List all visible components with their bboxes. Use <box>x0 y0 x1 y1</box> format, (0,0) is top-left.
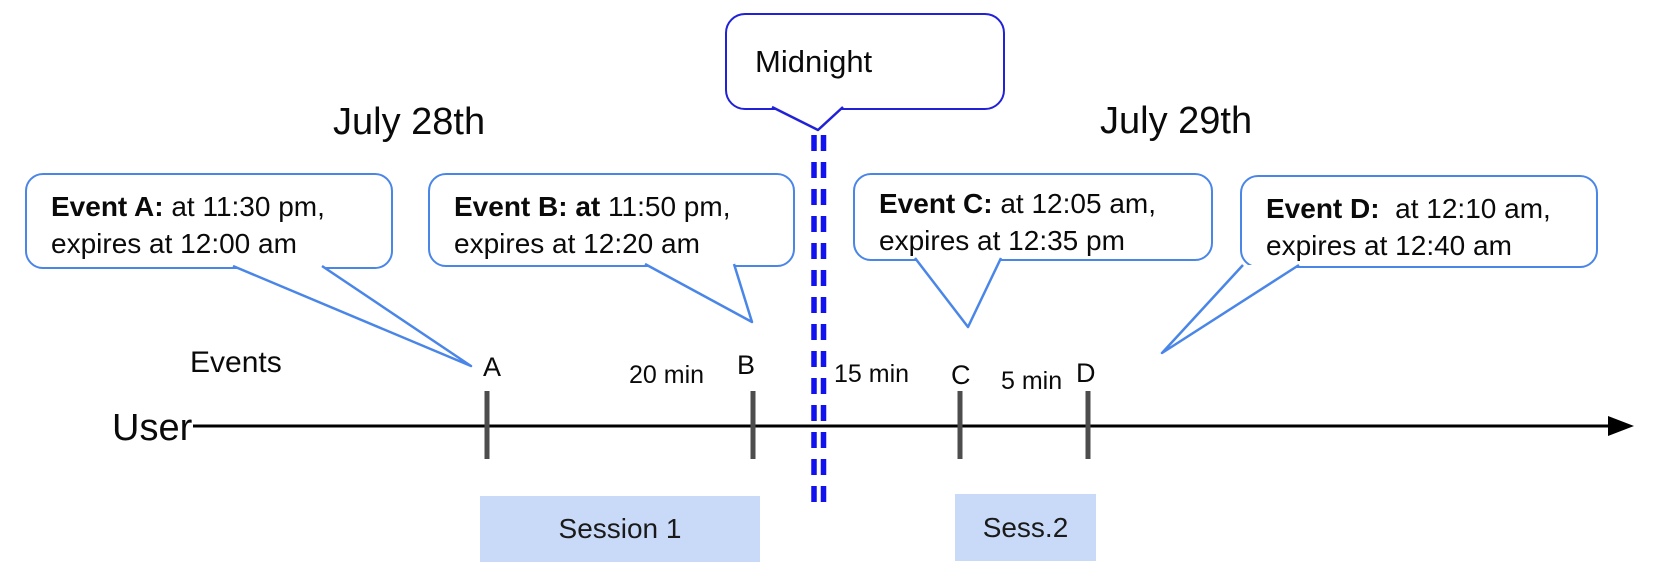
callout-tail-d <box>1160 263 1300 355</box>
session-2-label: Sess.2 <box>982 511 1069 543</box>
tick-label-c: C <box>951 360 971 390</box>
event-a-line2: expires at 12:00 am <box>51 228 297 259</box>
session-1-label: Session 1 <box>558 513 682 544</box>
event-b-line2: expires at 12:20 am <box>454 228 700 259</box>
events-axis-label: Events <box>190 346 282 379</box>
midnight-label: Midnight <box>755 43 873 79</box>
event-c-line1: Event C: at 12:05 am, <box>879 185 1211 222</box>
callout-tail-c <box>914 257 1003 329</box>
event-callout-c: Event C: at 12:05 am, expires at 12:35 p… <box>853 173 1213 261</box>
event-c-time: at 12:05 am, <box>992 188 1157 219</box>
event-c-line2: expires at 12:35 pm <box>879 225 1125 256</box>
event-d-line2: expires at 12:40 am <box>1266 230 1512 261</box>
event-callout-a: Event A: at 11:30 pm, expires at 12:00 a… <box>25 173 393 269</box>
midnight-callout-tail <box>771 105 844 132</box>
timeline-arrowhead <box>1608 416 1634 436</box>
event-b-time: 11:50 pm, <box>600 191 731 222</box>
callout-tail-a <box>232 264 473 368</box>
event-a-title: Event A: <box>51 191 164 222</box>
event-d-line1: Event D: at 12:10 am, <box>1266 190 1596 227</box>
event-d-time: at 12:10 am, <box>1379 193 1551 224</box>
event-c-title: Event C: <box>879 188 993 219</box>
event-b-title: Event B: at <box>454 191 601 222</box>
interval-label-15min: 15 min <box>834 360 910 388</box>
date-label-july-29: July 29th <box>1100 100 1253 142</box>
event-a-line1: Event A: at 11:30 pm, <box>51 188 391 225</box>
event-d-title: Event D: <box>1266 193 1380 224</box>
event-b-line1: Event B: at 11:50 pm, <box>454 188 793 225</box>
tick-label-d: D <box>1076 358 1096 388</box>
event-callout-d: Event D: at 12:10 am, expires at 12:40 a… <box>1240 175 1598 268</box>
session-bar-2: Sess.2 <box>955 494 1096 561</box>
tick-label-a: A <box>483 352 502 382</box>
tick-label-b: B <box>737 350 756 380</box>
interval-label-5min: 5 min <box>1001 367 1063 395</box>
date-label-july-28: July 28th <box>333 101 486 143</box>
callout-tail-b <box>644 262 754 324</box>
event-callout-b: Event B: at 11:50 pm, expires at 12:20 a… <box>428 173 795 267</box>
session-bar-1: Session 1 <box>480 496 760 562</box>
event-a-time: at 11:30 pm, <box>163 191 325 222</box>
interval-label-20min: 20 min <box>629 361 705 389</box>
midnight-callout: Midnight <box>725 13 1005 110</box>
user-axis-label: User <box>112 407 193 449</box>
